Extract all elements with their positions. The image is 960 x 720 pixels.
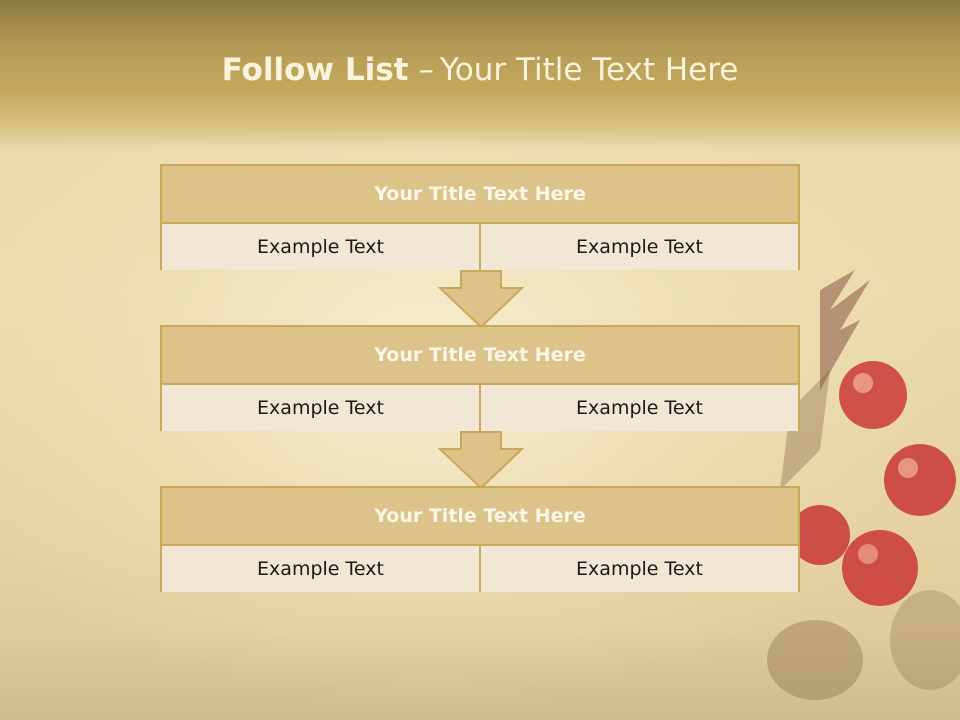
step-cell-left: Example Text xyxy=(162,385,479,431)
slide-title: Follow List–Your Title Text Here xyxy=(0,52,960,88)
title-bold: Follow List xyxy=(221,52,409,88)
step-cell-right: Example Text xyxy=(479,385,798,431)
step-cell-right: Example Text xyxy=(479,546,798,592)
step-card-3: Your Title Text Here Example Text Exampl… xyxy=(160,486,800,592)
step-title: Your Title Text Here xyxy=(162,327,798,385)
title-separator: – xyxy=(418,52,434,88)
step-title: Your Title Text Here xyxy=(162,488,798,546)
step-row: Example Text Example Text xyxy=(162,385,798,431)
background-shadow xyxy=(0,630,960,720)
title-rest: Your Title Text Here xyxy=(439,52,739,88)
berries-decoration xyxy=(767,270,960,700)
step-cell-right: Example Text xyxy=(479,224,798,270)
title-band xyxy=(0,0,960,150)
step-row: Example Text Example Text xyxy=(162,224,798,270)
step-cell-left: Example Text xyxy=(162,224,479,270)
step-card-2: Your Title Text Here Example Text Exampl… xyxy=(160,325,800,431)
down-arrow-icon xyxy=(438,431,524,489)
step-title: Your Title Text Here xyxy=(162,166,798,224)
step-row: Example Text Example Text xyxy=(162,546,798,592)
down-arrow-icon xyxy=(438,270,524,328)
step-cell-left: Example Text xyxy=(162,546,479,592)
step-card-1: Your Title Text Here Example Text Exampl… xyxy=(160,164,800,270)
